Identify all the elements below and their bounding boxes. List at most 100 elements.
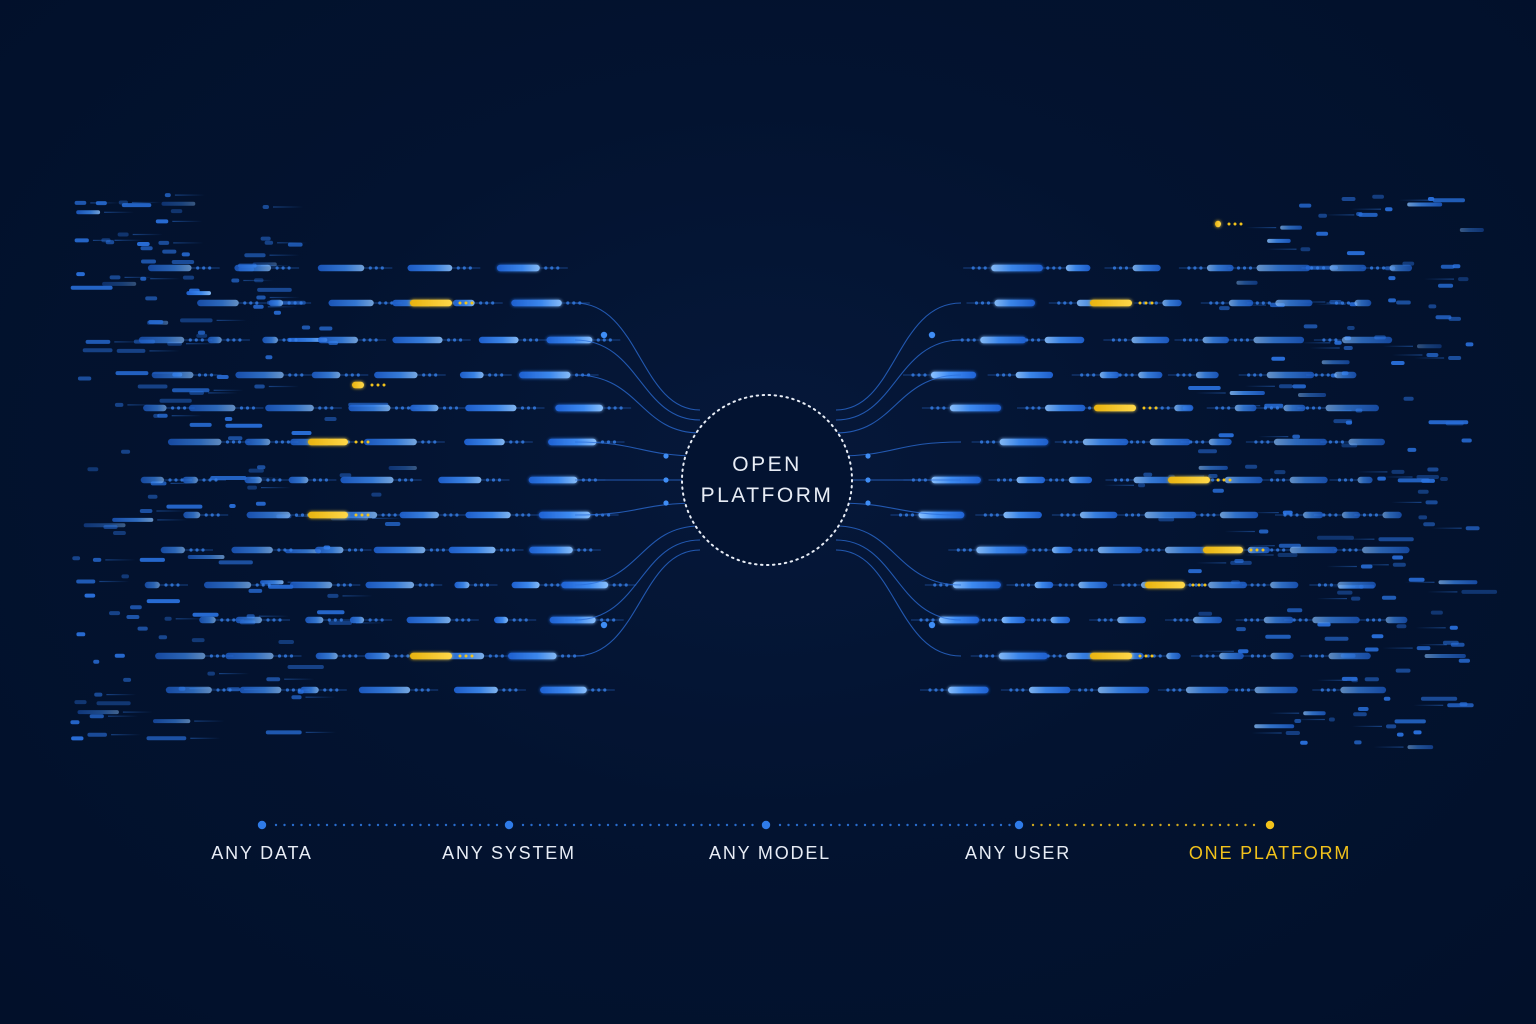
scatter-dash <box>1317 622 1331 627</box>
highlight-dot <box>1191 583 1195 587</box>
stream-bar <box>1185 686 1229 694</box>
connector-curve <box>835 441 962 457</box>
scatter-dash <box>388 466 417 470</box>
scatter-dash <box>1428 304 1437 309</box>
step-label-any-model: ANY MODEL <box>709 843 831 863</box>
scatter-trail <box>273 206 303 208</box>
scatter-dash <box>1208 474 1218 478</box>
scatter-dash <box>157 413 168 418</box>
scatter-dash <box>94 692 103 697</box>
scatter-dash <box>1265 634 1291 639</box>
highlight-dot <box>382 383 386 387</box>
scatter-trail <box>127 404 158 406</box>
timeline-dot <box>1108 823 1111 827</box>
stream-bar <box>1193 616 1223 624</box>
scatter-dash <box>224 417 233 421</box>
scatter-dash <box>196 333 208 338</box>
scatter-dash <box>1392 555 1404 560</box>
stream-bar <box>464 438 505 446</box>
timeline-dot <box>666 823 669 827</box>
scatter-dash <box>1420 696 1458 701</box>
scatter-trail <box>1174 475 1205 477</box>
scatter-dash <box>1407 202 1443 207</box>
scatter-trail <box>216 319 247 321</box>
scatter-trail <box>149 350 180 352</box>
stream-bar <box>183 511 201 519</box>
highlight-dot <box>1138 654 1142 658</box>
timeline-dot <box>547 823 550 827</box>
step-label-one-platform: ONE PLATFORM <box>1188 843 1352 863</box>
scatter-dash <box>155 219 169 224</box>
scatter-dash <box>1287 608 1303 613</box>
timeline-node <box>761 820 771 830</box>
highlight-dot <box>1249 548 1253 552</box>
stream-bar <box>1382 511 1402 519</box>
timeline-dot <box>376 823 380 827</box>
stream-bar <box>140 476 164 484</box>
stream-bar <box>453 686 498 694</box>
scatter-dash <box>113 531 126 535</box>
scatter-trail <box>1416 644 1447 646</box>
scatter-dash <box>1396 624 1407 629</box>
scatter-trail <box>1243 554 1274 556</box>
scatter-dash <box>1346 251 1365 256</box>
stream-bar <box>231 546 273 554</box>
stream-bar <box>188 404 236 412</box>
stream-bar <box>288 476 309 484</box>
highlight-dot <box>1150 301 1154 305</box>
stream-bar <box>459 371 484 379</box>
stream-bar <box>262 336 278 344</box>
scatter-trail <box>114 341 145 343</box>
connector-node <box>600 331 608 339</box>
scatter-dash <box>1341 197 1356 201</box>
stream-bar <box>478 336 519 344</box>
highlight-bar <box>410 652 452 660</box>
scatter-dash <box>76 210 101 215</box>
scatter-dash <box>1219 306 1230 311</box>
scatter-trail <box>269 254 300 256</box>
stream-bar <box>315 652 338 660</box>
scatter-dash <box>1424 654 1466 658</box>
scatter-dash <box>260 580 284 585</box>
scatter-trail <box>372 517 403 519</box>
highlight-dot <box>1144 654 1148 658</box>
stream-bar <box>1028 686 1071 694</box>
scatter-dash <box>1448 316 1461 321</box>
highlight-bar <box>308 438 348 446</box>
scatter-dash <box>1392 562 1406 567</box>
scatter-trail <box>106 694 137 696</box>
scatter-dash <box>74 200 87 205</box>
timeline-dot <box>906 823 909 827</box>
timeline-dot <box>572 823 576 827</box>
timeline-dot <box>632 823 635 827</box>
scatter-dash <box>324 417 337 421</box>
scatter-dash <box>268 584 294 589</box>
scatter-dash <box>1386 724 1397 729</box>
stream-bar <box>1128 652 1144 660</box>
hub: OPEN PLATFORM <box>681 394 853 566</box>
stream-bar <box>1273 438 1327 446</box>
timeline-dot <box>623 823 627 827</box>
scatter-trail <box>114 239 145 241</box>
scatter-trail <box>190 737 221 739</box>
timeline-dot <box>812 823 816 827</box>
stream-bar <box>1050 616 1071 624</box>
scatter-dash <box>260 236 271 241</box>
scatter-dash <box>1299 203 1312 208</box>
timeline-dot <box>683 823 686 827</box>
scatter-dash <box>153 413 160 418</box>
timeline-dot <box>564 823 567 827</box>
stream-bar <box>511 299 562 307</box>
scatter-dash <box>1458 277 1469 282</box>
highlight-dot <box>470 301 474 305</box>
connector-node <box>928 331 936 339</box>
timeline-dot <box>283 823 286 827</box>
stream-bar <box>948 686 989 694</box>
scatter-dash <box>1421 478 1435 483</box>
scatter-trail <box>1324 214 1355 216</box>
stream-bar <box>406 616 451 624</box>
stream-bar <box>1195 371 1219 379</box>
scatter-dash <box>231 278 240 283</box>
stream-bar <box>1270 652 1294 660</box>
highlight-bar <box>410 299 452 307</box>
